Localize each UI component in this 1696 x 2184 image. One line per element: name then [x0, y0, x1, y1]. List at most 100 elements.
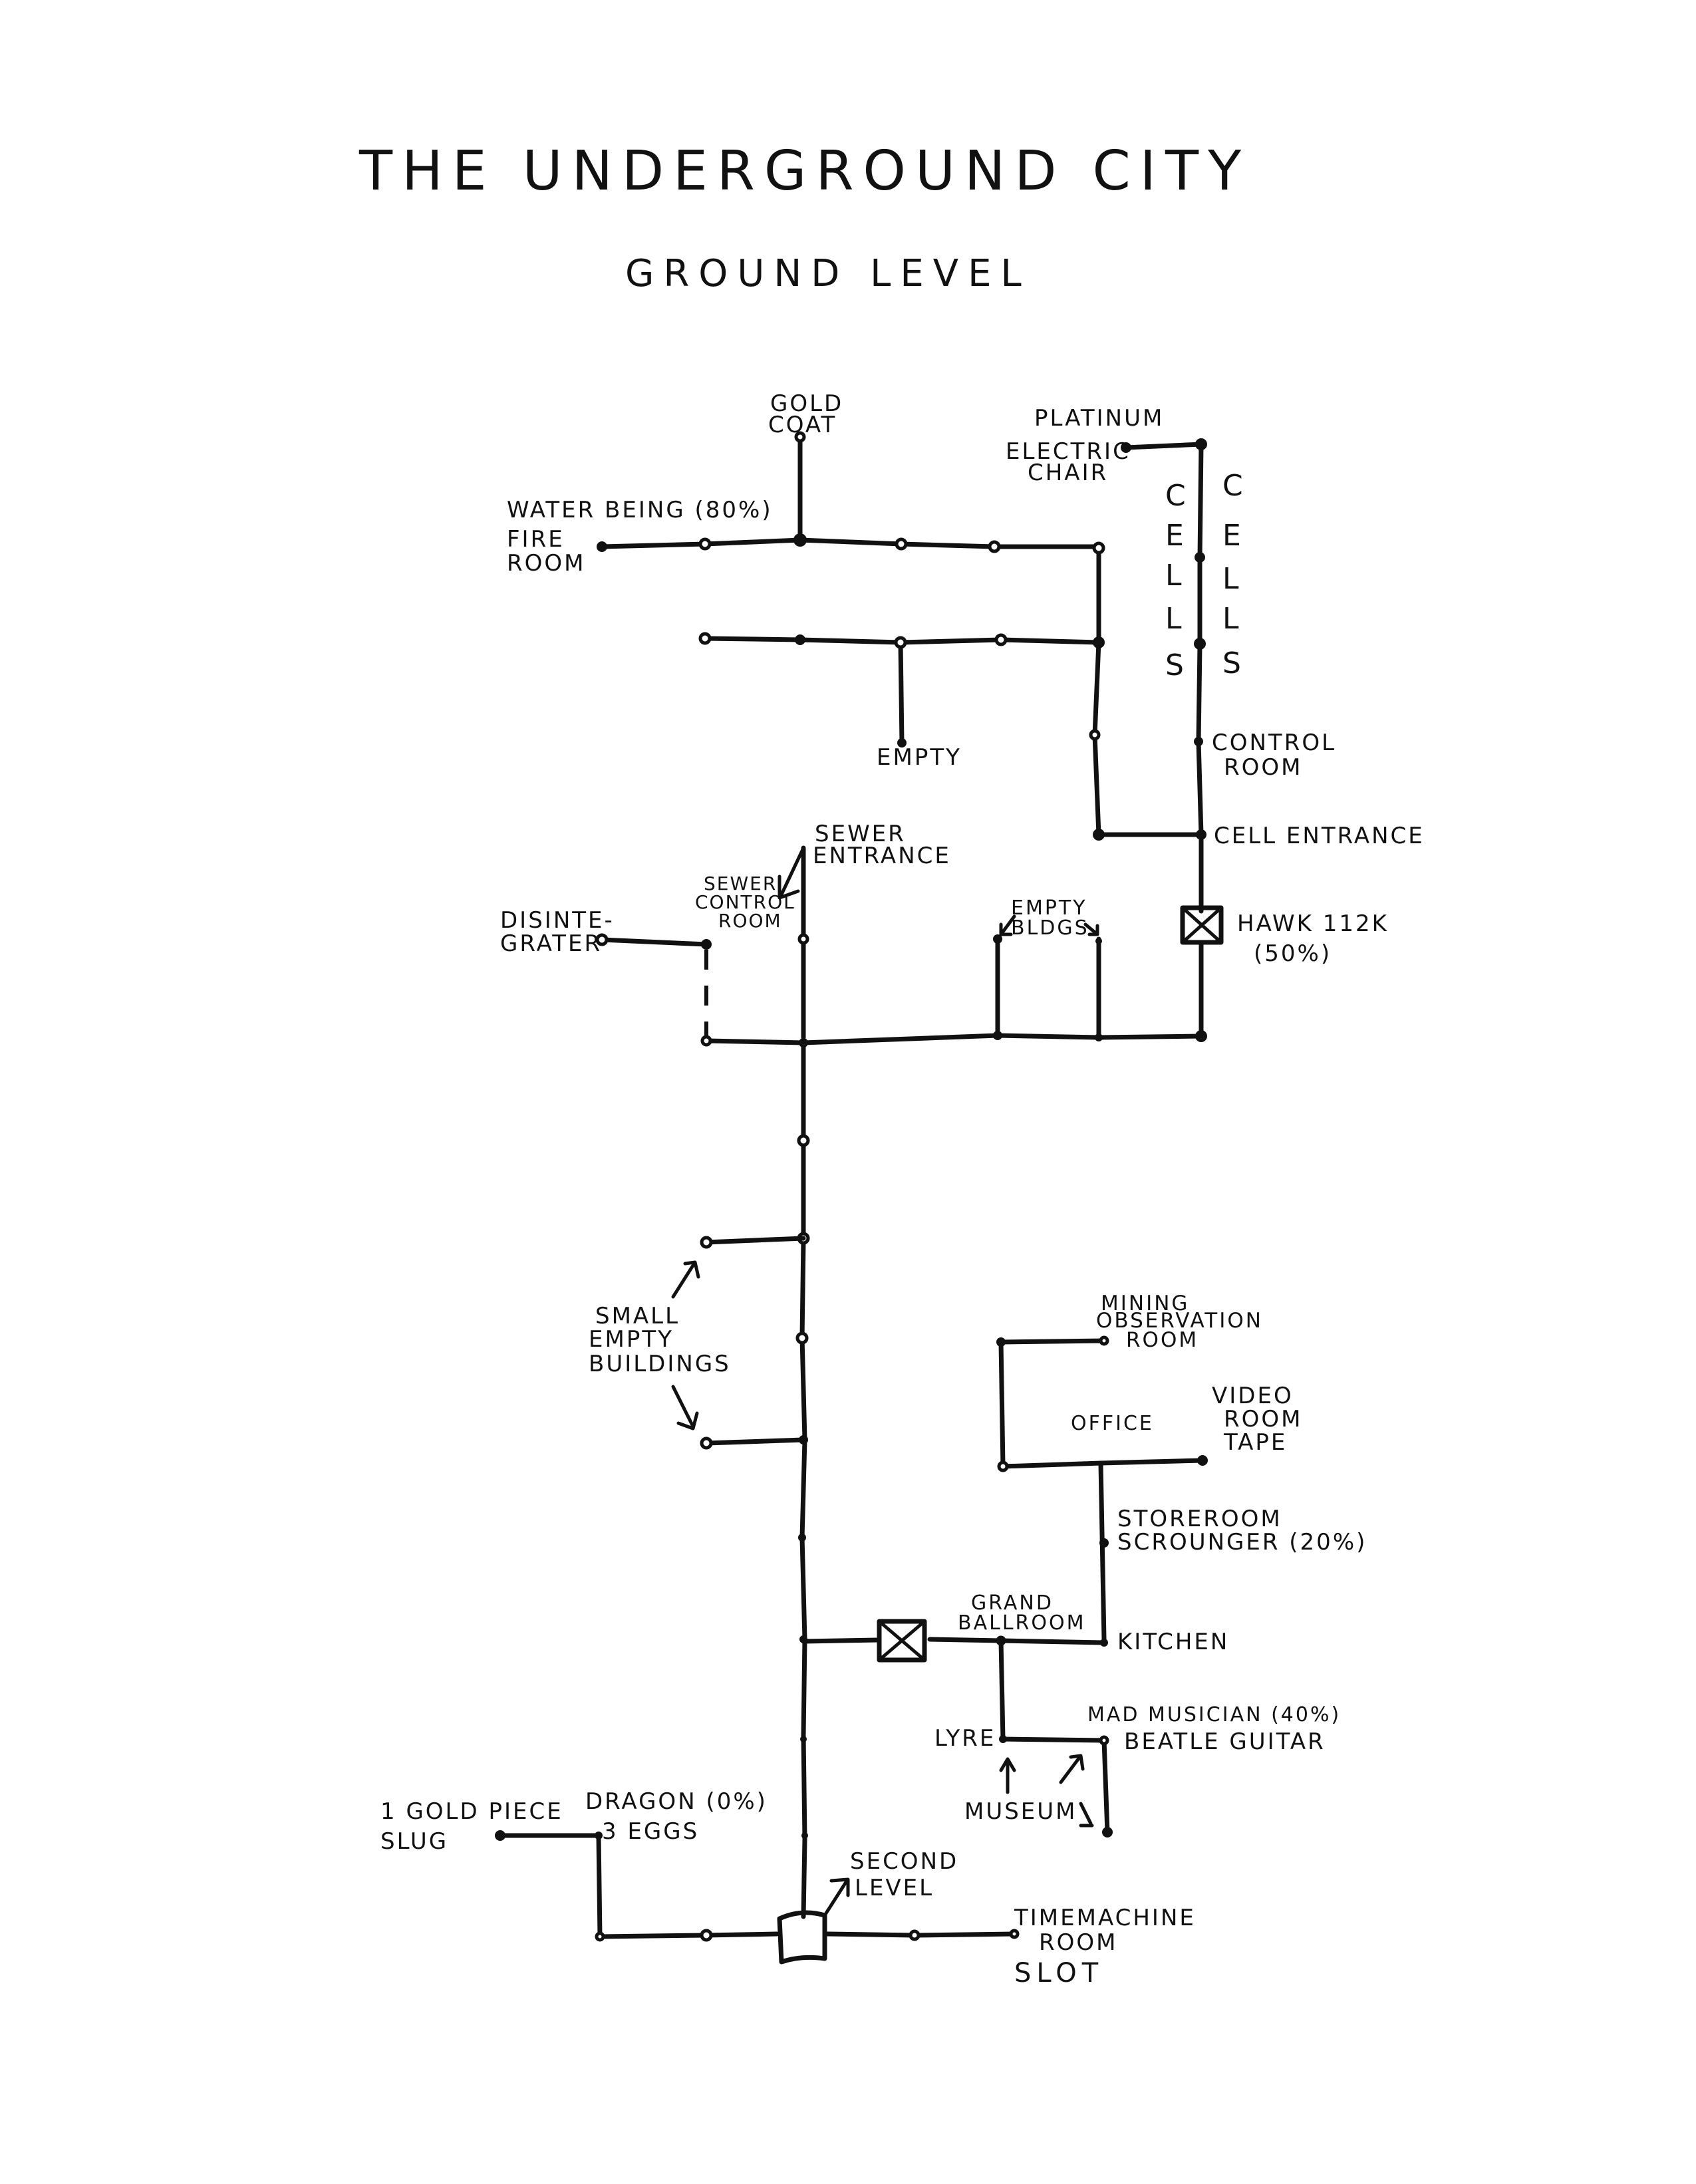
- timemachine-node[interactable]: [1009, 1929, 1020, 1939]
- corridor-node[interactable]: [1195, 438, 1207, 450]
- dragon-label: DRAGON (0%)3 EGGS: [585, 1788, 768, 1845]
- mining-room-node[interactable]: [1099, 1335, 1109, 1346]
- museum-node[interactable]: [1102, 1827, 1113, 1838]
- corridor-node[interactable]: [1095, 1033, 1103, 1041]
- spine-node[interactable]: [797, 1134, 810, 1147]
- video-room-node[interactable]: [1197, 1455, 1208, 1466]
- small-bldg-node[interactable]: [700, 1236, 713, 1249]
- empty-bldg-node[interactable]: [1095, 938, 1102, 944]
- spine-node[interactable]: [800, 1736, 807, 1742]
- museum-corridor: [998, 1638, 1110, 1835]
- cell-node[interactable]: [1195, 552, 1205, 563]
- corridor-node[interactable]: [698, 537, 712, 551]
- mad-musician-label: MAD MUSICIAN (40%)BEATLE GUITAR: [1087, 1703, 1341, 1755]
- electric-chair-node[interactable]: [1121, 442, 1131, 453]
- small-bldg-arrows-icon: [671, 1260, 700, 1431]
- hawk-label: HAWK 112K(50%): [1237, 910, 1389, 967]
- empty-bldgs-arrow-icon: [999, 914, 1099, 936]
- water-being-label: WATER BEING (80%): [507, 497, 773, 523]
- platinum-label: PLATINUM: [1034, 405, 1164, 432]
- spine-node[interactable]: [801, 1832, 808, 1839]
- sewer-control-room-node[interactable]: [797, 933, 809, 945]
- ballroom-door-icon[interactable]: [877, 1619, 927, 1663]
- corridor-node[interactable]: [698, 632, 712, 645]
- gold-coat-node[interactable]: [794, 431, 806, 443]
- fire-room-node[interactable]: [597, 541, 607, 552]
- corridor-node[interactable]: [700, 1929, 713, 1942]
- ballroom-corridor: [801, 1637, 881, 1644]
- museum-arrows-icon: [999, 1754, 1094, 1828]
- small-bldg-node[interactable]: [700, 1436, 713, 1450]
- cell-entrance-label: CELL ENTRANCE: [1214, 823, 1425, 849]
- kitchen-node[interactable]: [1100, 1639, 1108, 1647]
- corridor-node[interactable]: [700, 1035, 712, 1047]
- spine-node[interactable]: [798, 1534, 806, 1542]
- corridor-node[interactable]: [1089, 729, 1101, 741]
- corridor-node[interactable]: [1093, 636, 1105, 648]
- gold-coat-junction[interactable]: [793, 533, 807, 547]
- disintegrater-label: DISINTE-GRATER: [500, 907, 615, 957]
- corridor-node[interactable]: [1195, 1030, 1207, 1042]
- second-corridor: [702, 636, 1101, 837]
- empty-room-node[interactable]: [897, 738, 907, 748]
- cells-label-right: C E L L S: [1222, 469, 1256, 680]
- empty-bldg-node[interactable]: [993, 934, 1002, 944]
- map-subtitle: GROUND LEVEL: [625, 252, 1031, 295]
- disintegrater-node[interactable]: [595, 933, 609, 946]
- spine-node[interactable]: [795, 1331, 809, 1345]
- map-title: THE UNDERGROUND CITY: [358, 140, 1250, 203]
- corridor-node[interactable]: [988, 540, 1001, 553]
- top-corridor: [599, 433, 1101, 643]
- sewer-corridor: [599, 845, 1204, 1045]
- main-spine: [799, 1040, 807, 1919]
- kitchen-label: KITCHEN: [1117, 1629, 1229, 1655]
- corridor-node[interactable]: [795, 634, 805, 645]
- small-bldg-branch: [704, 1437, 806, 1446]
- storeroom-node[interactable]: [1099, 1538, 1109, 1548]
- museum-label: MUSEUM: [964, 1798, 1077, 1825]
- lyre-node[interactable]: [999, 1735, 1007, 1743]
- cells-label-left: C E L L S: [1165, 479, 1199, 682]
- lyre-label: LYRE: [934, 1725, 996, 1752]
- ballroom-corridor: [927, 1637, 1107, 1645]
- office-label: OFFICE: [1071, 1412, 1154, 1435]
- control-room-node[interactable]: [1194, 737, 1203, 746]
- corridor-node[interactable]: [997, 1460, 1009, 1472]
- cell-node[interactable]: [1194, 638, 1206, 650]
- corridor-node[interactable]: [1093, 829, 1105, 841]
- slug-node[interactable]: [495, 1830, 505, 1841]
- small-bldg-branch: [704, 1236, 806, 1245]
- second-level-arrow-icon: [823, 1877, 850, 1917]
- corridor-node[interactable]: [909, 1929, 920, 1941]
- cell-entrance-node[interactable]: [1196, 829, 1206, 840]
- corridor-node[interactable]: [894, 636, 907, 649]
- corridor-node[interactable]: [701, 939, 712, 950]
- empty-room-label: EMPTY: [877, 744, 962, 771]
- corridor-node[interactable]: [895, 537, 908, 551]
- musician-node[interactable]: [1099, 1735, 1109, 1746]
- corridor-node[interactable]: [993, 1031, 1002, 1040]
- office-corridor: [998, 1338, 1205, 1642]
- dragon-node[interactable]: [595, 1832, 603, 1840]
- sewer-entrance-arrow-icon: [777, 846, 805, 900]
- corridor-node[interactable]: [595, 1931, 605, 1942]
- corridor-node[interactable]: [994, 633, 1008, 646]
- stairs-icon[interactable]: [777, 1910, 827, 1965]
- corridor-node[interactable]: [996, 1337, 1006, 1347]
- corridor-node[interactable]: [1092, 541, 1105, 555]
